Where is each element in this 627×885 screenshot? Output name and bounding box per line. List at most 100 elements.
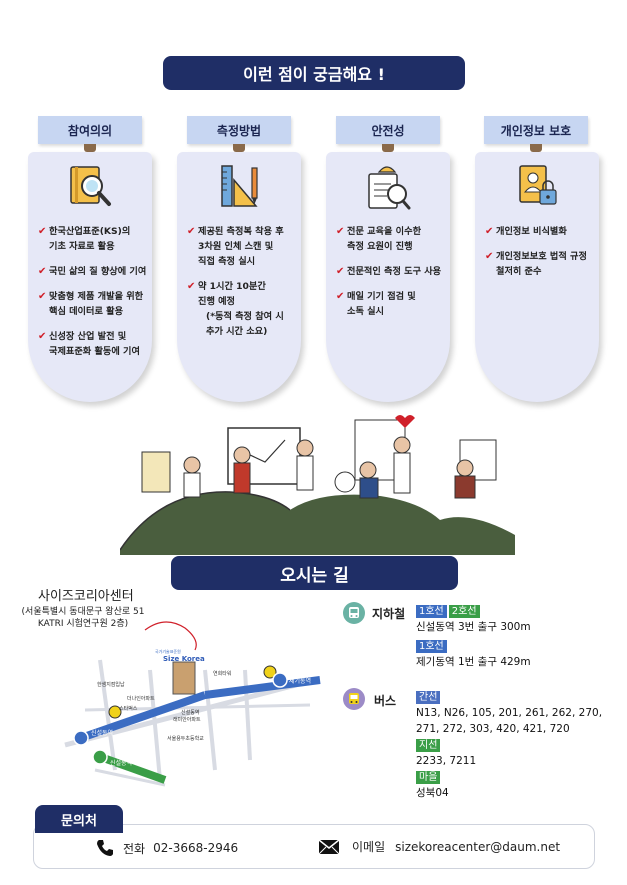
map-label: 한샘지점입납 [97, 681, 125, 688]
card-tab-privacy: 개인정보 보호 [484, 116, 588, 144]
card-item-line: 소독 실시 [347, 306, 385, 317]
bus-group-tag: 간선 [416, 689, 602, 705]
card-item-line: 철저히 준수 [496, 266, 542, 277]
card-tab-safety: 안전성 [336, 116, 440, 144]
pin-decoration [530, 144, 542, 152]
check-icon: ✔ [187, 281, 196, 292]
card-title: 안전성 [371, 123, 405, 138]
card-item-line: 약 1시간 10분간 [198, 281, 266, 292]
user-lock-document-icon [519, 165, 557, 205]
check-icon: ✔ [38, 266, 47, 277]
card-tab-method: 측정방법 [187, 116, 291, 144]
bus-group-tag: 지선 [416, 737, 602, 753]
map-label: 더나인아파트 [127, 695, 155, 702]
check-icon: ✔ [336, 291, 345, 302]
address-line: KATRI 시험연구원 2층) [37, 619, 129, 629]
subway-text: 신설동역 3번 출구 300m [416, 621, 531, 633]
section-title-faq: 이런 점이 궁금해요 ! [163, 56, 465, 90]
bus-info: 간선 N13, N26, 105, 201, 261, 262, 270, 27… [416, 689, 602, 801]
card-item-line: 기초 자료로 활용 [49, 241, 115, 252]
line-tag: 1호선 [416, 639, 447, 653]
card-item-line: 전문 교육을 이수한 [347, 226, 422, 237]
bus-tag: 지선 [416, 738, 441, 752]
pin-decoration [233, 144, 245, 152]
center-address: (서울특별시 동대문구 왕산로 51 KATRI 시험연구원 2층) [18, 606, 148, 630]
directions-title-text: 오시는 길 [280, 565, 349, 586]
phone-label: 전화 [123, 841, 146, 856]
subway-icon [343, 602, 365, 624]
card-item-line: 추가 시간 소요) [206, 326, 268, 337]
pin-decoration [382, 144, 394, 152]
center-name: 사이즈코리아센터 [38, 589, 134, 604]
contact-box [33, 824, 595, 869]
bus-tag: 마을 [416, 770, 441, 784]
card-item-line: 맞춤형 제품 개발을 위한 [49, 291, 144, 302]
contact-email[interactable]: 이메일 sizekoreacenter@daum.net [318, 838, 560, 855]
check-icon: ✔ [336, 266, 345, 277]
pin-decoration [84, 144, 96, 152]
check-icon: ✔ [485, 226, 494, 237]
map-label: 스타벅스 [119, 705, 138, 712]
check-icon: ✔ [38, 331, 47, 342]
email-label: 이메일 [352, 840, 386, 854]
line-tag: 1호선 [416, 604, 447, 618]
card-list-item: ✔국민 삶의 질 향상에 기여 [38, 264, 150, 279]
bus-lines: 271, 272, 303, 420, 421, 720 [416, 723, 570, 735]
card-item-line: 매일 기기 점검 및 [347, 291, 416, 302]
card-item-line: 3차원 인체 스캔 및 [198, 241, 274, 252]
safety-checklist-icon [368, 166, 411, 210]
bus-tag: 간선 [416, 690, 441, 704]
card-item-line: 국제표준화 활동에 기여 [49, 346, 140, 357]
map-label: 서울용두초등학교 [167, 735, 204, 742]
map-label: 연희타워 [213, 670, 231, 677]
check-icon: ✔ [485, 251, 494, 262]
bus-lines: 2233, 7211 [416, 755, 477, 767]
bus-label: 버스 [374, 694, 397, 708]
contact-title: 문의처 [35, 805, 123, 833]
bus-lines: N13, N26, 105, 201, 261, 262, 270, [416, 707, 603, 719]
subway-text: 제기동역 1번 출구 429m [416, 656, 531, 668]
card-title: 측정방법 [216, 123, 262, 138]
card-item-line: 신성장 산업 발전 및 [49, 331, 127, 342]
bus-group-tag: 마을 [416, 769, 602, 785]
card-item-line: 국민 삶의 질 향상에 기여 [49, 266, 147, 277]
map-logo-small: 국가기술표준원 [155, 648, 181, 654]
people-measuring-illustration [120, 415, 515, 555]
envelope-icon [318, 838, 340, 854]
phone-icon [97, 840, 113, 856]
section-title-directions: 오시는 길 [171, 556, 458, 590]
subway-label: 지하철 [372, 607, 406, 621]
card-title: 참여의의 [67, 123, 113, 138]
map-label: 래미안아파트 [173, 716, 201, 723]
check-icon: ✔ [38, 291, 47, 302]
check-icon: ✔ [336, 226, 345, 237]
contact-phone[interactable]: 전화 02-3668-2946 [95, 838, 238, 858]
card-list-item: ✔개인정보 비식별화 [485, 224, 597, 239]
faq-title-text: 이런 점이 궁금해요 ! [243, 65, 385, 84]
card-item-line: 진행 예정 [198, 296, 236, 307]
check-icon: ✔ [187, 226, 196, 237]
subway-line-tags: 1호선 [416, 638, 531, 654]
ruler-pencil-icon [221, 165, 258, 207]
card-item-line: 측정 요원이 진행 [347, 241, 413, 252]
card-item-line: 핵심 데이터로 활용 [49, 306, 124, 317]
phone-number: 02-3668-2946 [153, 841, 239, 855]
card-item-line: 직접 측정 실시 [198, 256, 256, 267]
email-address: sizekoreacenter@daum.net [395, 839, 561, 854]
